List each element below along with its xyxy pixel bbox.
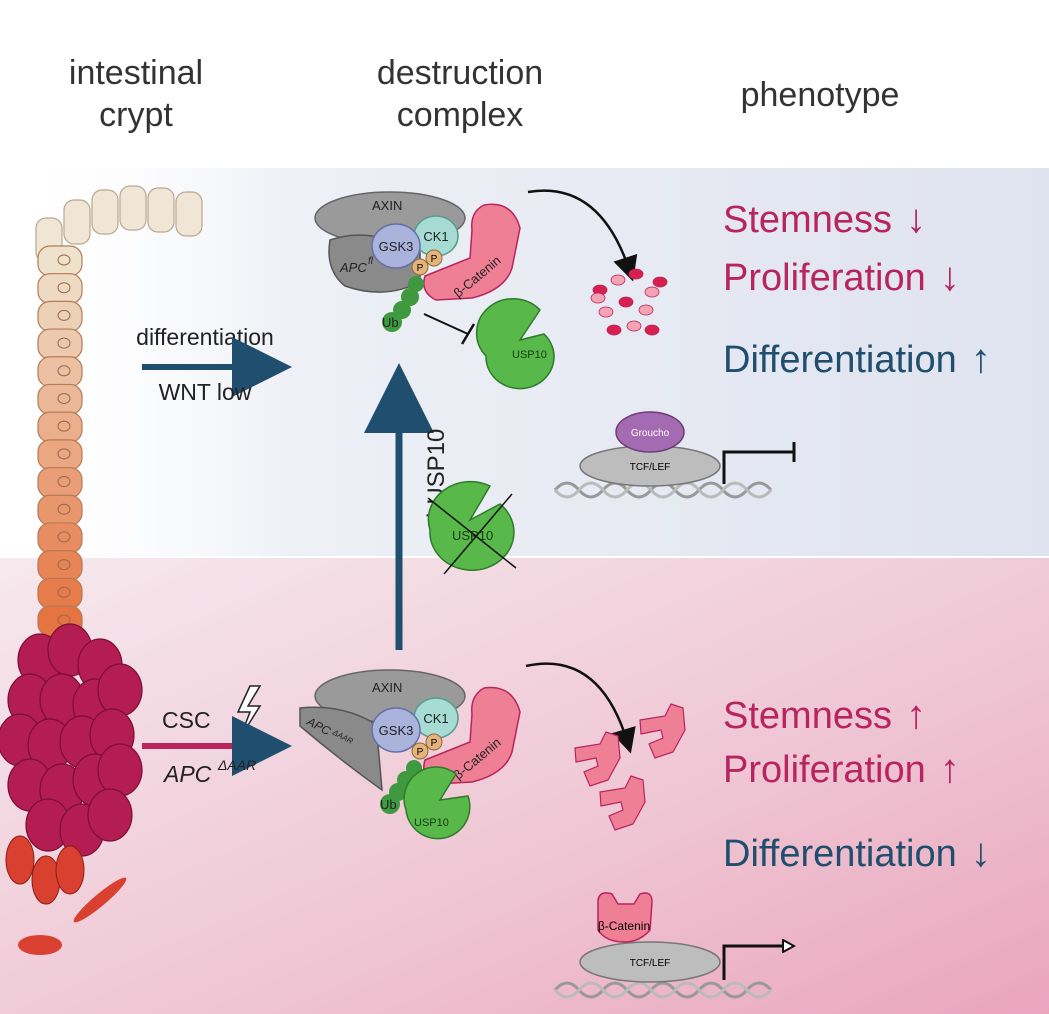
tcf-lef-label-bottom: TCF/LEF xyxy=(630,958,671,969)
apc-superscript: fl xyxy=(368,256,374,267)
tcf-lef-protein-bottom xyxy=(579,941,721,983)
stable-beta-catenin xyxy=(574,703,686,831)
cross-line-2 xyxy=(443,493,513,575)
repressed-promoter xyxy=(722,450,794,484)
inhibition-bar xyxy=(460,323,476,345)
phenotype-stemness: Stemness xyxy=(723,695,892,737)
stabilization-arrow xyxy=(525,662,636,754)
phenotype-differentiation: Differentiation xyxy=(723,339,957,381)
apc-aar-superscript: ΔAAR xyxy=(217,757,256,773)
phenotype-arrow-proliferation: ↓ xyxy=(940,255,960,299)
usp10-protein-bottom xyxy=(403,766,471,840)
ub-label: Ub xyxy=(382,315,399,330)
phenotype-arrow-stemness: ↑ xyxy=(906,693,926,737)
phenotype-bottom: Stemness ↑ Proliferation ↑ Differentiation ↓ xyxy=(723,693,991,875)
header-intestinal-crypt-2: crypt xyxy=(99,96,173,134)
phenotype-differentiation: Differentiation xyxy=(723,833,957,875)
header-intestinal-crypt-1: intestinal xyxy=(69,54,203,92)
bottom-panel-background xyxy=(0,558,1049,1014)
phenotype-arrow-differentiation: ↑ xyxy=(971,337,991,381)
apc-label: APC xyxy=(339,260,367,275)
phospho-2 xyxy=(425,249,443,267)
active-promoter xyxy=(722,946,792,980)
phenotype-proliferation: Proliferation xyxy=(723,257,926,299)
phospho-2-bottom xyxy=(425,733,443,751)
phospho-1-label-bottom: P xyxy=(417,747,424,758)
gsk3-label-bottom: GSK3 xyxy=(379,723,414,738)
beta-catenin-activator xyxy=(597,892,653,943)
phospho-2-label-bottom: P xyxy=(431,738,438,749)
wnt-low-label: WNT low xyxy=(159,379,252,405)
header-destruction-complex-2: complex xyxy=(397,96,524,134)
usp10-knockdown: USP10 xyxy=(427,480,517,575)
phospho-1 xyxy=(411,258,429,276)
apc-truncated-protein xyxy=(299,706,383,792)
usp10-label-top: USP10 xyxy=(512,349,547,361)
header-destruction-complex-1: destruction xyxy=(377,54,543,92)
header-phenotype: phenotype xyxy=(741,76,900,114)
inhibition-line xyxy=(423,313,469,335)
gene-repressed: TCF/LEF Groucho xyxy=(553,411,796,499)
apc-aar-label: APC xyxy=(162,761,212,787)
groucho-protein xyxy=(615,411,685,453)
usp10-protein-top xyxy=(475,297,555,390)
dna-strand-bottom xyxy=(553,981,773,999)
phenotype-stemness: Stemness xyxy=(723,199,892,241)
phenotype-proliferation: Proliferation xyxy=(723,749,926,791)
phenotype-arrow-stemness: ↓ xyxy=(906,197,926,241)
gsk3-protein-bottom xyxy=(371,707,421,753)
differentiation-label: differentiation xyxy=(136,324,274,350)
axin-label-bottom: AXIN xyxy=(372,680,402,695)
gene-active: TCF/LEF β-Catenin xyxy=(553,892,792,999)
ck1-label-bottom: CK1 xyxy=(423,711,448,726)
ub-label-bottom: Ub xyxy=(380,797,397,812)
usp10-crossed-label: USP10 xyxy=(452,528,493,543)
cross-line-1 xyxy=(427,497,517,569)
groucho-label: Groucho xyxy=(631,428,670,439)
csc-label: CSC xyxy=(162,707,211,733)
phospho-1-bottom xyxy=(411,742,429,760)
ubiquitin-chain xyxy=(382,276,424,332)
usp10-label-bottom: USP10 xyxy=(414,817,449,829)
beta-catenin-activator-label: β-Catenin xyxy=(598,919,650,933)
destruction-complex-bottom: AXIN APC ΔAAR CK1 GSK3 β-Catenin P P Ub … xyxy=(299,669,521,840)
degraded-beta-catenin-fragments xyxy=(590,268,668,336)
phenotype-arrow-proliferation: ↑ xyxy=(940,747,960,791)
phenotype-top: Stemness ↓ Proliferation ↓ Differentiation ↑ xyxy=(723,197,991,381)
gsk3-protein xyxy=(371,223,421,269)
gsk3-label: GSK3 xyxy=(379,239,414,254)
axin-label: AXIN xyxy=(372,198,402,213)
phospho-2-label: P xyxy=(431,254,438,265)
ck1-label: CK1 xyxy=(423,229,448,244)
destruction-complex-top: AXIN APC fl CK1 GSK3 β-Catenin P P Ub xyxy=(314,191,521,332)
phospho-1-label: P xyxy=(417,263,424,274)
phenotype-arrow-differentiation: ↓ xyxy=(971,831,991,875)
tcf-lef-label-top: TCF/LEF xyxy=(630,462,671,473)
degradation-arrow xyxy=(527,189,638,282)
beta-catenin-protein xyxy=(423,203,521,301)
intestinal-crypt xyxy=(0,185,203,955)
